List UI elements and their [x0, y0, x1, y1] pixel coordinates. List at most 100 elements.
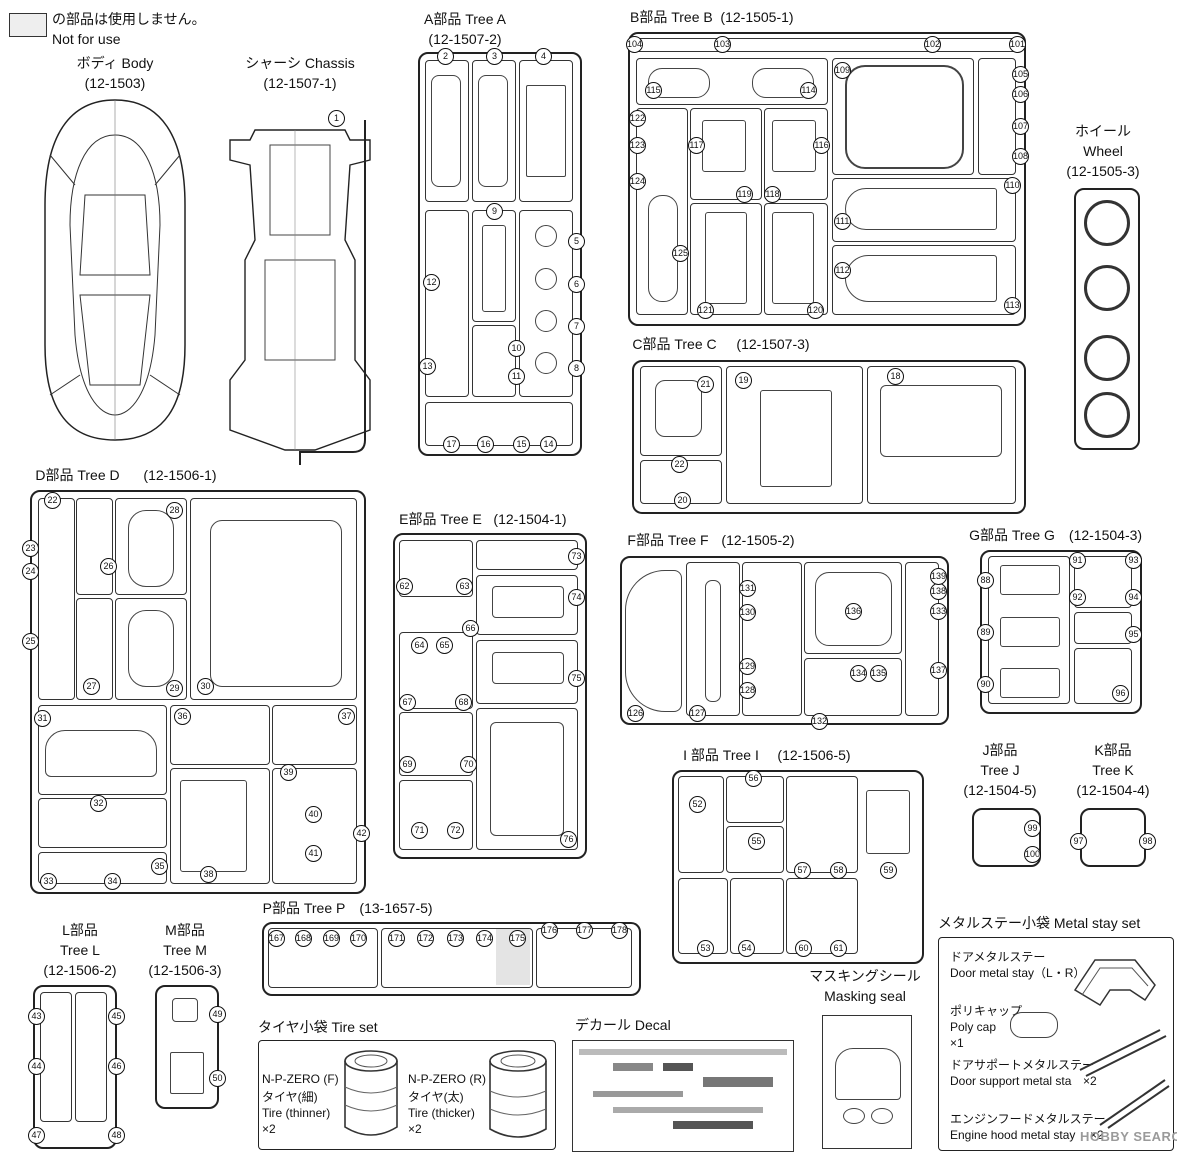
tree-d-part-36: 36	[174, 708, 191, 725]
tree-k-part-97: 97	[1070, 833, 1087, 850]
tree-k-title-jp: K部品	[1094, 742, 1132, 758]
tree-b-cell-3	[978, 58, 1016, 175]
tree-l-part-45: 45	[108, 1008, 125, 1025]
masking-title-jp: マスキングシール	[809, 968, 921, 984]
tree-e-part-72: 72	[447, 822, 464, 839]
tree-a-part-4: 4	[535, 48, 552, 65]
tree-f-code: (12-1505-2)	[721, 532, 795, 548]
tree-p-part-169: 169	[323, 930, 340, 947]
tree-a-block	[482, 225, 506, 312]
tree-i-part-59: 59	[880, 862, 897, 879]
tree-e-wing-1	[492, 586, 564, 618]
watermark: HOBBY SEARCH	[1080, 1129, 1177, 1144]
tree-l-title-en: Tree L	[60, 942, 100, 958]
tree-i-part-52: 52	[689, 796, 706, 813]
tree-p-part-174: 174	[476, 930, 493, 947]
tree-a-disc-8	[535, 352, 557, 374]
tire-rear-name: N-P-ZERO (R)	[408, 1072, 486, 1086]
tree-l-part-47: 47	[28, 1127, 45, 1144]
tree-p-part-170: 170	[350, 930, 367, 947]
tree-g-cell-3	[1074, 612, 1132, 644]
tree-f-part-135: 135	[870, 665, 887, 682]
tree-a-part-12: 12	[423, 274, 440, 291]
tree-f-cell-5	[905, 562, 939, 716]
tree-i-frame	[866, 790, 910, 854]
tree-p-part-171: 171	[388, 930, 405, 947]
tree-i-part-56: 56	[745, 770, 762, 787]
tree-b-code: (12-1505-1)	[720, 9, 794, 25]
tree-l-cell-2	[75, 992, 107, 1122]
tree-c-part-21: 21	[697, 376, 714, 393]
tree-l-part-48: 48	[108, 1127, 125, 1144]
tree-b-cell-7	[690, 203, 762, 315]
tree-f-part-127: 127	[689, 705, 706, 722]
tree-a-part-13: 13	[419, 358, 436, 375]
chassis-code: (12-1507-1)	[263, 75, 337, 91]
tree-b-part-109: 109	[834, 62, 851, 79]
body-code: (12-1503)	[84, 75, 146, 91]
tree-g-cell-2	[1074, 556, 1132, 608]
tree-e-part-75: 75	[568, 670, 585, 687]
legend-en: Not for use	[52, 31, 121, 47]
tree-e-part-70: 70	[460, 756, 477, 773]
tree-f-part-132: 132	[811, 713, 828, 730]
metal-rods-drawing	[1079, 1029, 1170, 1129]
tree-d-cell-1	[38, 498, 75, 700]
tree-e-cell-4	[399, 780, 473, 850]
tree-d-part-32: 32	[90, 795, 107, 812]
tree-d-cell-13	[272, 768, 357, 884]
tree-f-part-137: 137	[930, 662, 947, 679]
tree-b-part-115: 115	[645, 82, 662, 99]
tree-i-cell-6	[730, 878, 784, 954]
tree-m-part-50: 50	[209, 1070, 226, 1087]
tree-a-cell-4	[425, 210, 469, 397]
tree-b-part-106: 106	[1012, 86, 1029, 103]
tree-b-title: B部品 Tree B	[630, 9, 713, 25]
tree-j-part-100: 100	[1024, 846, 1041, 863]
tree-m-title-en: Tree M	[163, 942, 207, 958]
tree-d-part-37: 37	[338, 708, 355, 725]
tree-b-side-skirt-l	[845, 188, 997, 230]
masking-title-en: Masking seal	[824, 988, 906, 1004]
tree-e-panel-large	[490, 722, 564, 836]
metal-poly-cap-drawing	[1010, 1012, 1058, 1038]
tree-b-part-121: 121	[697, 302, 714, 319]
tree-g-part-93: 93	[1125, 552, 1142, 569]
tree-d-part-22: 22	[44, 492, 61, 509]
tree-p-part-176: 176	[541, 922, 558, 939]
tree-c-seat-frame	[760, 390, 832, 487]
tree-e-part-67: 67	[399, 694, 416, 711]
tree-g-title: G部品 Tree G	[969, 527, 1055, 543]
tree-i-title: I 部品 Tree I	[683, 747, 759, 763]
tree-a-disc-5	[535, 225, 557, 247]
tree-d-part-33: 33	[40, 873, 57, 890]
tree-a-bracket	[478, 75, 508, 187]
tree-d-part-42: 42	[353, 825, 370, 842]
tree-c-gear	[655, 380, 702, 437]
tree-f-strip	[705, 580, 721, 702]
wheel-1	[1084, 200, 1130, 246]
tire-set-bag	[258, 1040, 556, 1150]
tree-b-panel-l	[705, 212, 747, 304]
tree-b-part-116: 116	[813, 137, 830, 154]
tree-d-cell-7	[38, 705, 167, 795]
tree-b-part-101: 101	[1009, 36, 1026, 53]
tree-i-part-57: 57	[794, 862, 811, 879]
tire-front-en: Tire (thinner)	[262, 1106, 331, 1120]
tree-f-part-131: 131	[739, 580, 756, 597]
tree-b-part-112: 112	[834, 262, 851, 279]
tree-f-cell-4	[804, 658, 902, 716]
tree-g-vent-88	[1000, 565, 1060, 595]
tree-b-cell-2	[832, 58, 974, 175]
tree-i-cell-3	[726, 826, 784, 873]
tree-d-part-26: 26	[100, 558, 117, 575]
tree-b-cell-5	[690, 108, 762, 200]
tree-a-part-2: 2	[437, 48, 454, 65]
tree-e-part-66: 66	[462, 620, 479, 637]
tree-a-cell-8	[425, 402, 573, 446]
tree-d-part-24: 24	[22, 563, 39, 580]
tree-d-cell-2	[76, 498, 113, 595]
metal-door-support-jp: ドアサポートメタルステー	[950, 1058, 1095, 1072]
tree-c-part-20: 20	[674, 492, 691, 509]
tree-g-vent-89	[1000, 617, 1060, 647]
